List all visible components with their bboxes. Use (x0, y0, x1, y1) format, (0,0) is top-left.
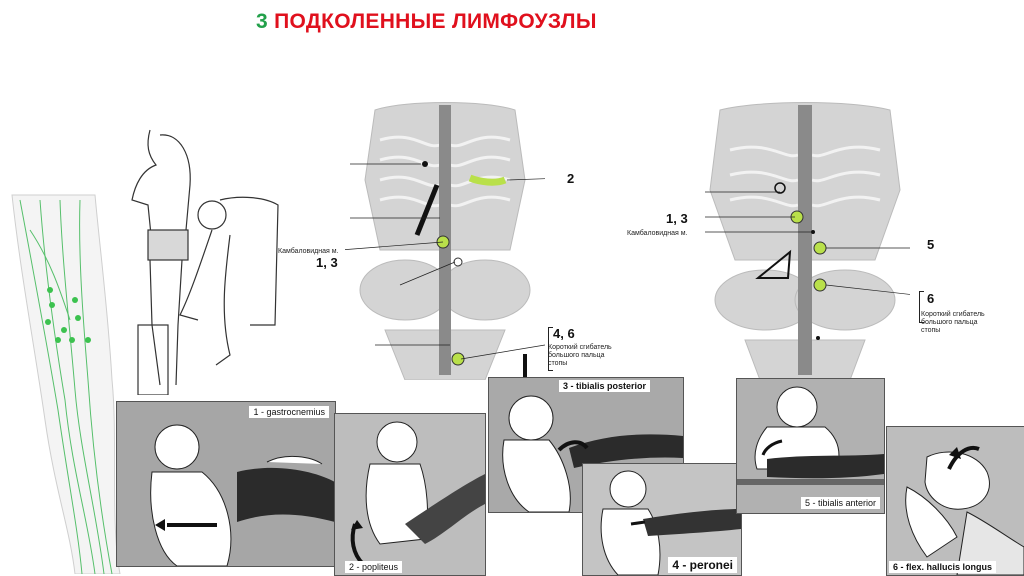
panel-caption-4: 4 - peronei (668, 557, 737, 573)
panel-popliteus: 2 - popliteus (334, 413, 486, 576)
label-6: 6 (927, 291, 934, 306)
leg-lymphatics-illustration (0, 190, 130, 574)
short-flexor-front: Короткий сгибатель большого пальца стопы (548, 344, 612, 368)
label-2: 2 (567, 171, 574, 186)
skeleton-front (345, 100, 545, 380)
label-1-3-back: 1, 3 (666, 211, 688, 226)
panel-tibialis-anterior: 5 - tibialis anterior (736, 378, 885, 514)
examination-sketch (120, 125, 280, 395)
label-5: 5 (927, 237, 934, 252)
title-text: ПОДКОЛЕННЫЕ ЛИМФОУЗЛЫ (274, 10, 597, 33)
page-title: 3 ПОДКОЛЕННЫЕ ЛИМФОУЗЛЫ (256, 10, 597, 34)
muscle-label-back: Камбаловидная м. (627, 230, 687, 238)
panel-caption-2: 2 - popliteus (345, 561, 402, 573)
label-1-3-front: 1, 3 (316, 255, 338, 270)
skeleton-back (700, 100, 910, 380)
panel-flex-hallucis-longus: 6 - flex. hallucis longus (886, 426, 1024, 576)
panel-caption-5: 5 - tibialis anterior (801, 497, 880, 509)
muscle-label-front: Камбаловидная м. (278, 248, 338, 256)
short-flexor-back: Короткий сгибатель большого пальца стопы (921, 311, 985, 335)
panel-peronei: 4 - peronei (582, 463, 742, 576)
title-number: 3 (256, 10, 268, 33)
panel-gastrocnemius: 1 - gastrocnemius (116, 401, 336, 567)
panel-caption-6: 6 - flex. hallucis longus (889, 561, 996, 573)
panel-caption-1: 1 - gastrocnemius (249, 406, 329, 418)
panel-caption-3: 3 - tibialis posterior (559, 380, 650, 392)
label-4-6: 4, 6 (553, 326, 575, 341)
